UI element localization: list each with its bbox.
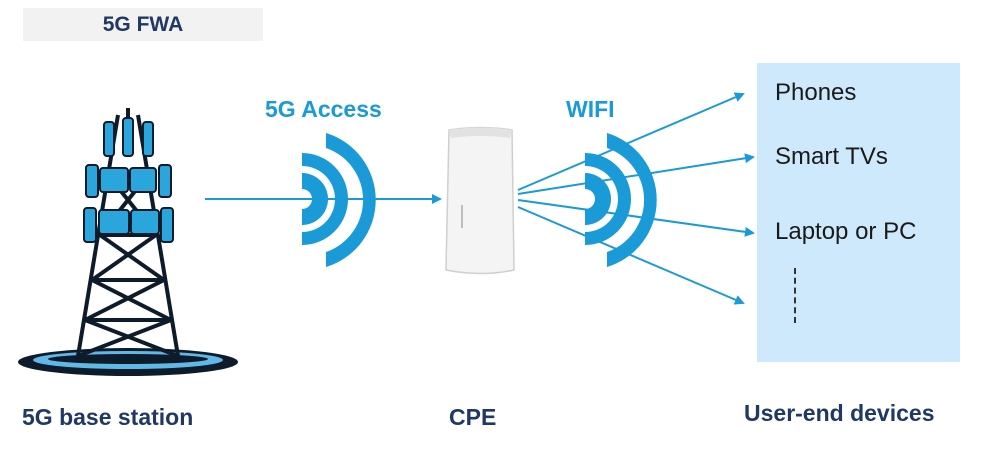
device-laptop-pc: Laptop or PC bbox=[775, 218, 917, 245]
wifi-arrows bbox=[517, 92, 755, 305]
antenna-panels-upper bbox=[85, 117, 172, 198]
tower-base bbox=[18, 348, 238, 376]
wifi-label: WIFI bbox=[566, 96, 615, 122]
device-smart-tvs: Smart TVs bbox=[775, 143, 888, 170]
cpe-label: CPE bbox=[449, 404, 497, 430]
base-station-label: 5G base station bbox=[22, 404, 194, 430]
user-devices-panel: Phones Smart TVs Laptop or PC bbox=[757, 63, 960, 362]
access-label: 5G Access bbox=[265, 96, 382, 122]
device-phones: Phones bbox=[775, 79, 857, 106]
access-signal-icon bbox=[302, 133, 376, 267]
more-devices-indicator bbox=[794, 268, 796, 323]
diagram-title: 5G FWA bbox=[23, 8, 263, 41]
antenna-panels-lower bbox=[83, 207, 174, 243]
wifi-signal-icon bbox=[585, 133, 657, 267]
user-devices-label: User-end devices bbox=[744, 400, 935, 426]
cpe-device-icon bbox=[445, 126, 515, 275]
